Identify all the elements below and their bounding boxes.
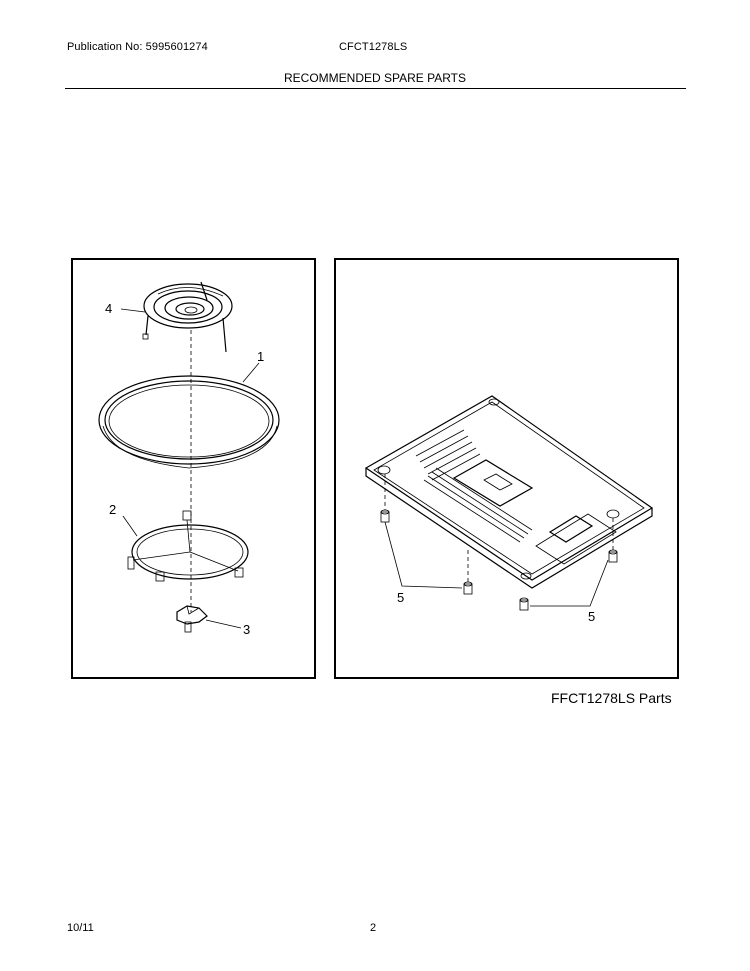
callout-foot-right: 5 [588, 609, 595, 624]
callout-roller-ring: 2 [109, 502, 116, 517]
callout-coupler: 3 [243, 622, 250, 637]
callout-leader-3 [205, 619, 242, 629]
turntable-parts-panel: 4 1 2 3 [71, 258, 316, 679]
coupler-part [176, 605, 208, 633]
page-number: 2 [370, 922, 377, 934]
callout-tray-ring: 1 [257, 349, 264, 364]
callout-foot-left: 5 [397, 590, 404, 605]
footer-date: 10/11 [67, 922, 94, 934]
callout-leader-4 [120, 308, 146, 313]
tray-ring-part [98, 375, 280, 469]
heater-coil-part [142, 281, 233, 353]
cabinet-base-panel: 5 5 [334, 258, 679, 679]
section-title: RECOMMENDED SPARE PARTS [283, 71, 467, 85]
callout-leader-1 [242, 362, 260, 383]
callout-leader-2 [122, 515, 138, 537]
header-divider [65, 88, 686, 89]
diagram-caption: FFCT1278LS Parts [551, 690, 672, 706]
foot-part-b [463, 581, 473, 595]
turntable-exploded-diagram: 4 1 2 3 [98, 281, 280, 637]
publication-number: Publication No: 5995601274 [67, 41, 208, 53]
callout-leader-5b [530, 559, 609, 607]
callout-leader-5a [384, 521, 463, 589]
cabinet-base-diagram: 5 5 [364, 395, 654, 624]
foot-part-d [608, 549, 618, 563]
foot-part-c [519, 597, 529, 611]
cabinet-base-plate [364, 395, 654, 589]
callout-heater: 4 [105, 301, 112, 316]
foot-part-a [380, 509, 390, 523]
model-number: CFCT1278LS [339, 41, 408, 53]
roller-ring-part [127, 510, 249, 582]
